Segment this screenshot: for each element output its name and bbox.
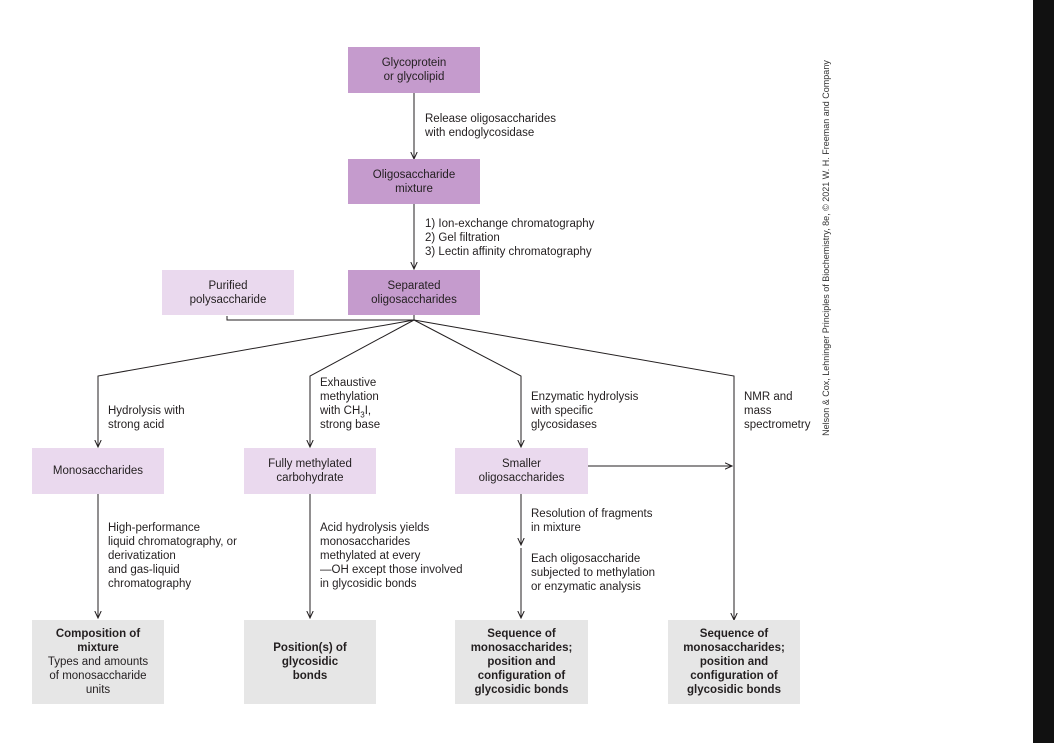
step-resolution: Resolution of fragments in mixture: [531, 508, 653, 534]
result-position: Position(s) of glycosidic bonds: [244, 620, 376, 704]
result-sequence-nmr-label: Sequence of monosaccharides; position an…: [683, 628, 785, 696]
step-methylation-base: strong base: [320, 419, 381, 431]
step-enzymatic: Enzymatic hydrolysis with specific glyco…: [531, 391, 639, 431]
step-hydrolysis: Hydrolysis with strong acid: [108, 405, 185, 431]
node-separated-oligosaccharides: Separated oligosaccharides: [348, 270, 480, 315]
step-methylation: Exhaustive methylation with CH3I, strong …: [320, 376, 380, 432]
arrow-to-nmr: [413, 319, 734, 620]
step-nmr: NMR and mass spectrometry: [744, 391, 811, 431]
node-oligosaccharide-mixture: Oligosaccharide mixture: [348, 159, 480, 204]
node-smaller-oligosaccharides: Smaller oligosaccharides: [455, 448, 588, 494]
node-monosaccharides: Monosaccharides: [32, 448, 164, 494]
credit-text: Nelson & Cox, Lehninger Principles of Bi…: [821, 60, 831, 436]
node-separated-oligosaccharides-label: Separated oligosaccharides: [371, 279, 457, 306]
node-glycoprotein: Glycoprotein or glycolipid: [348, 47, 480, 93]
step-methylation-subscript: 3: [360, 410, 365, 420]
result-sequence-enzymatic: Sequence of monosaccharides; position an…: [455, 620, 588, 704]
node-smaller-oligosaccharides-label: Smaller oligosaccharides: [478, 458, 565, 484]
step-methylation-text: Exhaustive methylation with CH: [320, 377, 379, 417]
right-edge-bar: [1033, 0, 1054, 743]
node-purified-polysaccharide: Purified polysaccharide: [162, 270, 294, 315]
step-hplc: High-performance liquid chromatography, …: [108, 522, 237, 590]
arrow-to-smaller: [413, 319, 521, 447]
node-glycoprotein-label: Glycoprotein or glycolipid: [381, 57, 447, 83]
arrow-to-monosaccharides: [98, 319, 415, 447]
result-composition-title: Composition of mixture: [55, 628, 141, 654]
node-monosaccharides-label: Monosaccharides: [52, 465, 144, 477]
node-fully-methylated: Fully methylated carbohydrate: [244, 448, 376, 494]
result-sequence-enzymatic-label: Sequence of monosaccharides; position an…: [470, 628, 573, 696]
line-purified-join: [226, 316, 414, 321]
arrow-to-methylated: [310, 319, 415, 447]
step-chromatography: 1) Ion-exchange chromatography 2) Gel fi…: [425, 218, 595, 258]
result-position-label: Position(s) of glycosidic bonds: [273, 642, 347, 682]
step-each-oligosaccharide: Each oligosaccharide subjected to methyl…: [531, 553, 656, 593]
result-composition-detail: Types and amounts of monosaccharide unit…: [47, 656, 149, 696]
node-fully-methylated-label: Fully methylated carbohydrate: [268, 458, 352, 484]
result-composition: Composition of mixture Types and amounts…: [32, 620, 164, 704]
node-purified-polysaccharide-label: Purified polysaccharide: [189, 279, 267, 306]
step-methylation-text-post: I,: [364, 405, 372, 417]
step-release: Release oligosaccharides with endoglycos…: [425, 113, 557, 139]
step-acid-hydrolysis: Acid hydrolysis yields monosaccharides m…: [320, 522, 463, 590]
result-sequence-nmr: Sequence of monosaccharides; position an…: [668, 620, 800, 704]
node-oligosaccharide-mixture-label: Oligosaccharide mixture: [372, 168, 456, 195]
